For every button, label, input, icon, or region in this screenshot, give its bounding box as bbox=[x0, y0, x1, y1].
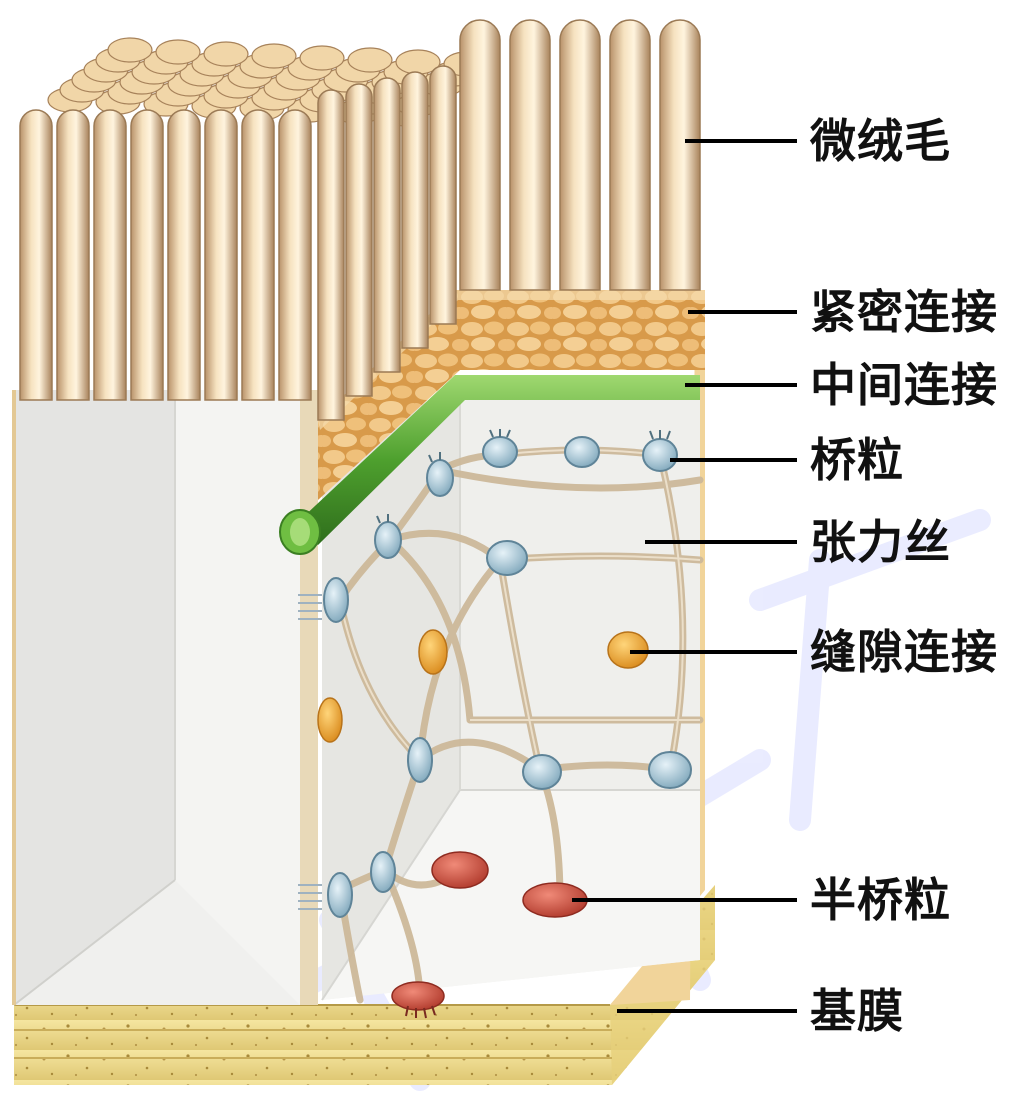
microvillus bbox=[318, 90, 344, 420]
desmosome bbox=[483, 437, 517, 467]
microvillus bbox=[279, 110, 311, 400]
desmosome bbox=[324, 578, 348, 622]
desmosome bbox=[427, 460, 453, 496]
label-gap-junction: 缝隙连接 bbox=[810, 629, 998, 675]
microvillus-tip bbox=[348, 48, 392, 72]
microvillus-tip bbox=[252, 44, 296, 68]
gap-junction bbox=[419, 630, 447, 674]
microvillus bbox=[560, 20, 600, 290]
desmosome bbox=[487, 541, 527, 575]
microvillus bbox=[131, 110, 163, 400]
microvillus bbox=[168, 110, 200, 400]
microvillus-tip bbox=[300, 46, 344, 70]
label-tonofilament: 张力丝 bbox=[810, 519, 951, 565]
microvillus bbox=[346, 84, 372, 396]
microvillus-tip bbox=[108, 38, 152, 62]
label-hemidesmosome: 半桥粒 bbox=[810, 877, 951, 923]
hemidesmosome bbox=[392, 982, 444, 1010]
microvillus bbox=[510, 20, 550, 290]
microvillus bbox=[94, 110, 126, 400]
microvillus bbox=[57, 110, 89, 400]
desmosome bbox=[643, 439, 677, 471]
desmosome bbox=[328, 873, 352, 917]
desmosome bbox=[371, 852, 395, 892]
microvillus bbox=[430, 66, 456, 324]
microvillus-tip bbox=[204, 42, 248, 66]
label-tight-junction: 紧密连接 bbox=[810, 289, 998, 335]
microvillus-tip bbox=[156, 40, 200, 64]
desmosome bbox=[523, 755, 561, 789]
microvillus bbox=[460, 20, 500, 290]
microvillus bbox=[660, 20, 700, 290]
microvillus bbox=[374, 78, 400, 372]
label-intermediate-junction: 中间连接 bbox=[810, 362, 998, 408]
label-microvilli: 微绒毛 bbox=[810, 118, 951, 164]
gap-junction bbox=[318, 698, 342, 742]
left-cell bbox=[14, 390, 318, 1005]
desmosome bbox=[649, 752, 691, 788]
desmosome bbox=[408, 738, 432, 782]
microvillus bbox=[242, 110, 274, 400]
desmosome bbox=[375, 522, 401, 558]
hemidesmosome bbox=[432, 852, 488, 888]
microvillus bbox=[205, 110, 237, 400]
label-desmosome: 桥粒 bbox=[810, 437, 904, 483]
desmosome bbox=[565, 437, 599, 467]
microvillus bbox=[402, 72, 428, 348]
label-basement-membrane: 基膜 bbox=[810, 988, 904, 1034]
microvillus bbox=[610, 20, 650, 290]
microvillus bbox=[20, 110, 52, 400]
